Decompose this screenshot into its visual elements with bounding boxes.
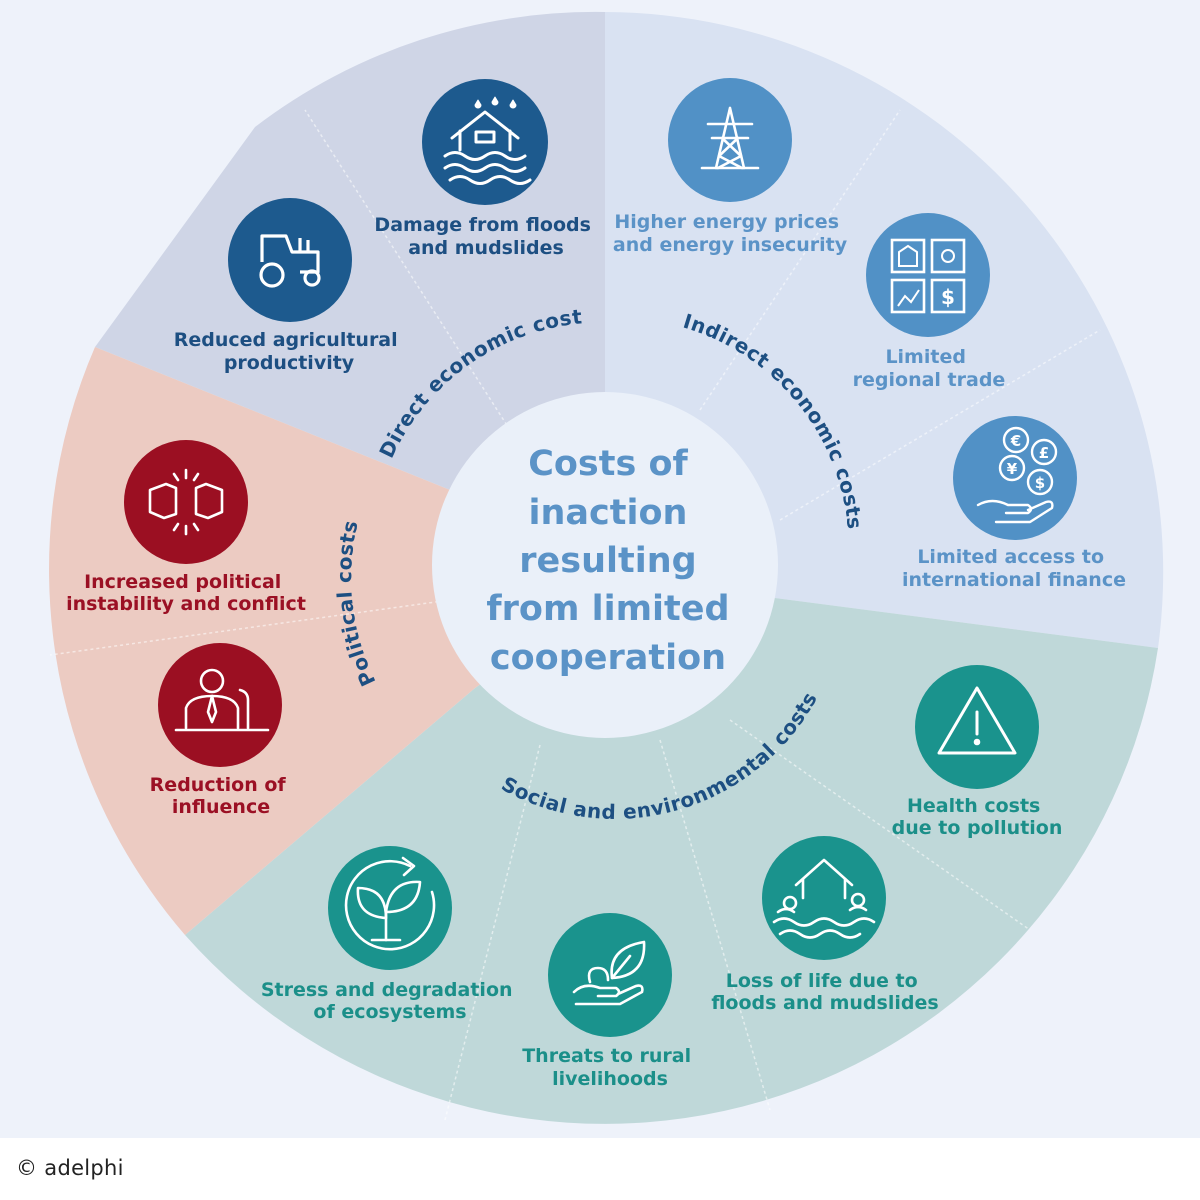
costs-wheel-diagram: Costs of inaction resulting from limited…: [0, 0, 1164, 1124]
ecosystems-label-1: Stress and degradation: [261, 979, 513, 1001]
finance-circle: [953, 416, 1077, 540]
influence-label-1: Reduction of: [150, 774, 287, 796]
loss-of-life-circle: [762, 836, 886, 960]
diagram-canvas: Costs of inaction resulting from limited…: [0, 0, 1200, 1138]
currency-hand-icon: € £ ¥ $: [976, 426, 1058, 524]
svg-text:£: £: [1039, 444, 1049, 462]
loss-of-life-label-2: floods and mudslides: [711, 992, 938, 1014]
svg-text:$: $: [1035, 474, 1045, 492]
finance-label-2: international finance: [902, 569, 1126, 591]
rural-label-2: livelihoods: [552, 1068, 668, 1090]
item-ecosystems: Stress and degradation of ecosystems: [261, 846, 519, 1023]
floods-damage-label-1: Damage from floods: [374, 214, 591, 236]
item-health: Health costs due to pollution: [892, 665, 1063, 839]
center-line-5: cooperation: [490, 638, 726, 678]
item-agriculture: Reduced agricultural productivity: [174, 198, 405, 374]
rural-label-1: Threats to rural: [522, 1045, 691, 1067]
item-influence: Reduction of influence: [150, 643, 293, 818]
floods-damage-label-2: and mudslides: [408, 237, 564, 259]
health-label-1: Health costs: [907, 795, 1040, 817]
energy-label-2: and energy insecurity: [613, 234, 848, 256]
svg-text:Limited regional trade: Limited regional trade: [853, 346, 1006, 391]
hand-leaf-icon: [572, 940, 646, 1006]
svg-text:Limited access to intern: Limited access to international finance: [902, 546, 1126, 591]
plant-cycle-icon: [344, 856, 436, 951]
energy-label-1: Higher energy prices: [614, 211, 839, 233]
center-line-1: Costs of: [528, 444, 688, 484]
loss-of-life-label-1: Loss of life due to: [726, 970, 918, 992]
trade-grid-icon: $: [890, 238, 966, 314]
trade-label-1: Limited: [885, 346, 966, 368]
center-circle: [432, 392, 778, 738]
rural-circle: [548, 913, 672, 1037]
energy-circle: [668, 78, 792, 202]
copyright-credit: © adelphi: [16, 1156, 124, 1180]
svg-text:Loss of life due to floo: Loss of life due to floods and mudslides: [711, 970, 938, 1014]
social-environmental-sector: [185, 597, 1158, 1124]
clashing-fists-icon: [148, 468, 224, 536]
svg-text:$: $: [941, 285, 955, 309]
flooded-house-icon: [443, 96, 532, 185]
instability-circle: [124, 440, 248, 564]
item-finance: € £ ¥ $ Limited access to international …: [902, 416, 1126, 591]
flood-people-icon: [772, 858, 876, 939]
instability-label-1: Increased political: [84, 571, 281, 593]
svg-text:Increased political inst: Increased political instability and conf…: [66, 571, 306, 615]
warning-triangle-icon: [937, 686, 1017, 755]
item-loss-of-life: Loss of life due to floods and mudslides: [711, 836, 939, 1014]
tractor-icon: [259, 234, 321, 288]
center-title: Costs of inaction resulting from limited…: [486, 444, 729, 678]
instability-label-2: instability and conflict: [66, 593, 306, 615]
svg-text:€: €: [1010, 432, 1021, 450]
svg-text:Threats to rural livelih: Threats to rural livelihoods: [522, 1045, 698, 1090]
trade-label-2: regional trade: [853, 369, 1006, 391]
item-rural: Threats to rural livelihoods: [522, 913, 698, 1090]
item-floods-damage: Damage from floods and mudslides: [374, 79, 597, 259]
influence-circle: [158, 643, 282, 767]
influence-label-2: influence: [172, 796, 270, 818]
speaker-podium-icon: [174, 668, 270, 732]
svg-text:Damage from floods and m: Damage from floods and mudslides: [374, 214, 597, 259]
finance-label-1: Limited access to: [917, 546, 1104, 568]
agriculture-label-1: Reduced agricultural: [174, 329, 398, 351]
power-pylon-icon: [700, 106, 760, 170]
svg-text:Reduced agricultural pro: Reduced agricultural productivity: [174, 329, 405, 374]
center-line-4: from limited: [486, 589, 729, 629]
trade-circle: [866, 213, 990, 337]
svg-text:Stress and degradation o: Stress and degradation of ecosystems: [261, 979, 519, 1023]
agriculture-circle: [228, 198, 352, 322]
agriculture-label-2: productivity: [224, 352, 355, 374]
ecosystems-circle: [328, 846, 452, 970]
center-line-3: resulting: [519, 541, 696, 581]
item-energy: Higher energy prices and energy insecuri…: [613, 78, 848, 256]
svg-text:Higher energy prices and: Higher energy prices and energy insecuri…: [613, 211, 848, 256]
svg-text:Reduction of influence: Reduction of influence: [150, 774, 293, 818]
center-line-2: inaction: [529, 493, 688, 533]
item-trade: $ Limited regional trade: [853, 213, 1006, 391]
svg-text:¥: ¥: [1007, 460, 1018, 478]
item-instability: Increased political instability and conf…: [66, 440, 306, 615]
ecosystems-label-2: of ecosystems: [313, 1001, 466, 1023]
svg-text:Health costs due to poll: Health costs due to pollution: [892, 795, 1063, 839]
health-label-2: due to pollution: [892, 817, 1063, 839]
sector-dividers: [49, 109, 1101, 1121]
